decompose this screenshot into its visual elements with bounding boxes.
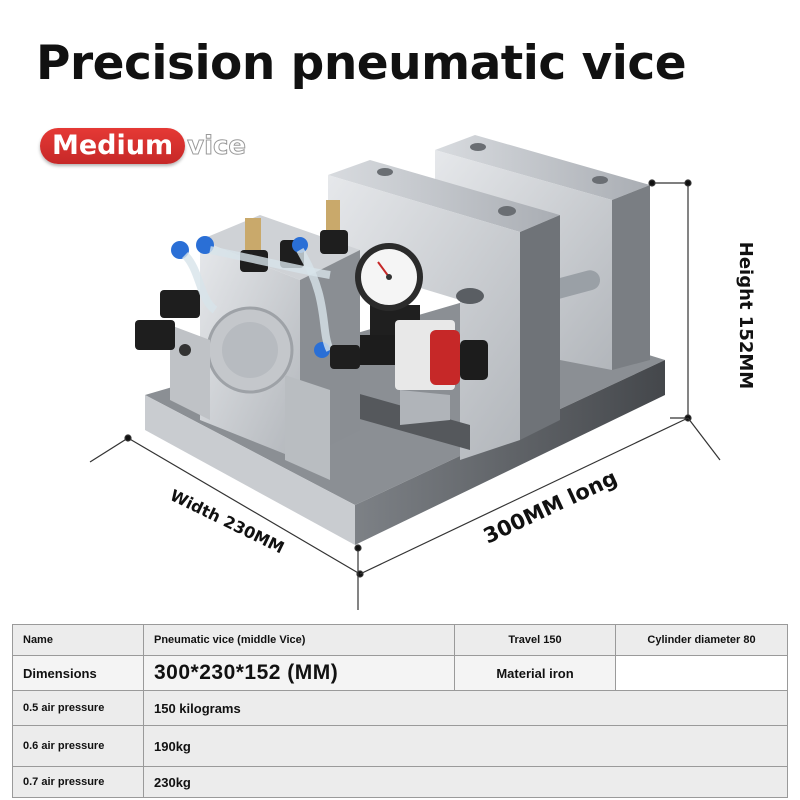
pressure-07-value: 230kg	[143, 766, 788, 798]
dimensions-label: Dimensions	[12, 655, 144, 691]
name-label: Name	[12, 624, 144, 656]
material-value: Material iron	[454, 655, 616, 691]
page-title: Precision pneumatic vice	[36, 36, 687, 91]
vice-product-image	[89, 135, 721, 610]
dimensions-value: 300*230*152 (MM)	[143, 655, 455, 691]
dimension-lines	[89, 179, 721, 610]
travel-value: Travel 150	[454, 624, 616, 656]
cylinder-value: Cylinder diameter 80	[615, 624, 788, 656]
name-value: Pneumatic vice (middle Vice)	[143, 624, 455, 656]
table-row: 0.6 air pressure 190kg	[12, 725, 788, 767]
size-badge: Medium vice	[40, 128, 247, 164]
pressure-06-value: 190kg	[143, 725, 788, 767]
table-row: Name Pneumatic vice (middle Vice) Travel…	[12, 624, 788, 656]
pneumatic-fittings	[135, 200, 360, 369]
pressure-05-label: 0.5 air pressure	[12, 690, 144, 726]
pressure-regulator	[355, 243, 488, 425]
pressure-07-label: 0.7 air pressure	[12, 766, 144, 798]
height-dimension-label: Height 152MM	[735, 241, 757, 390]
pressure-05-value: 150 kilograms	[143, 690, 788, 726]
table-row: Dimensions 300*230*152 (MM) Material iro…	[12, 655, 788, 691]
table-row: 0.5 air pressure 150 kilograms	[12, 690, 788, 726]
fixed-jaw	[435, 135, 650, 370]
badge-highlight: Medium	[40, 128, 186, 164]
pressure-06-label: 0.6 air pressure	[12, 725, 144, 767]
badge-rest: vice	[187, 131, 247, 162]
table-row: 0.7 air pressure 230kg	[12, 766, 788, 798]
empty-cell	[615, 655, 788, 691]
specifications-table: Name Pneumatic vice (middle Vice) Travel…	[12, 624, 788, 798]
